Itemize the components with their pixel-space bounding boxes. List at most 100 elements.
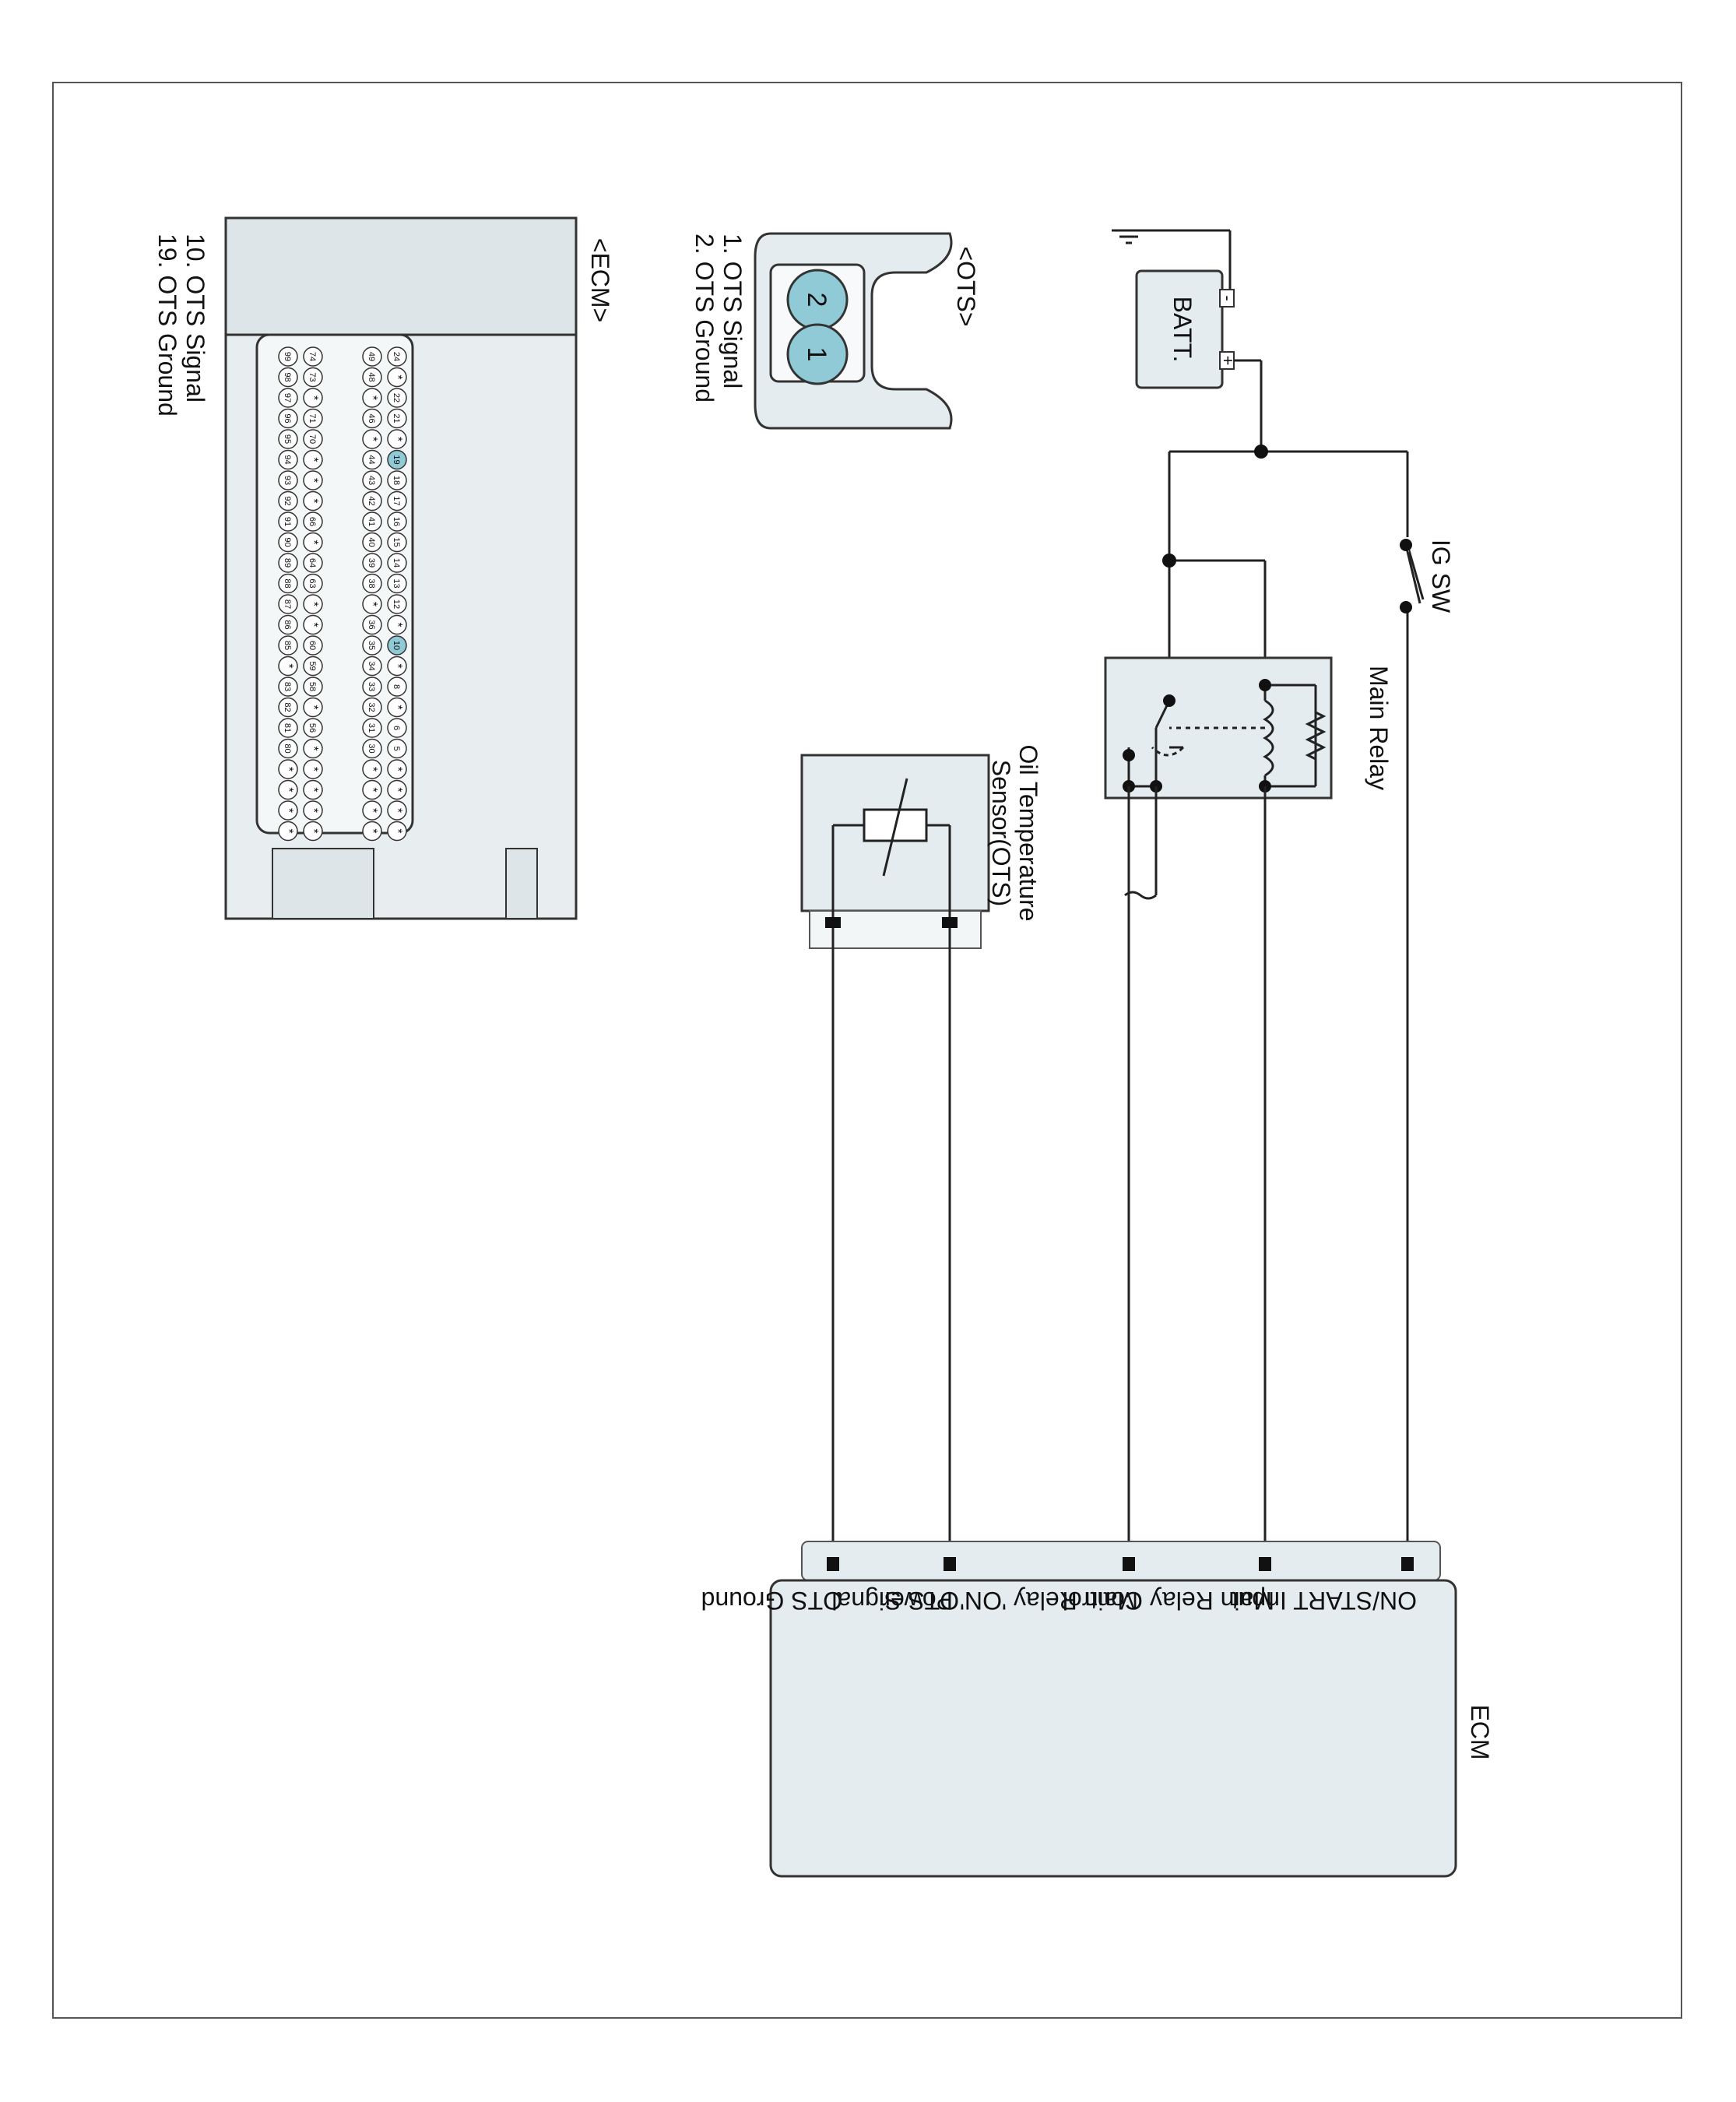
ecm-pin-cell bbox=[278, 388, 298, 408]
ecm-pin-cell bbox=[278, 367, 298, 388]
ecm-pin-cell bbox=[303, 573, 323, 594]
ecm-pin-number: * bbox=[307, 808, 320, 813]
ecm-pin-number: 71 bbox=[307, 413, 317, 423]
ecm-pin-number: 19 bbox=[392, 455, 401, 464]
ots-pin-1: 1. OTS Signal bbox=[719, 234, 747, 388]
ecm-pin-cell bbox=[387, 718, 407, 738]
ecm-pin-cell bbox=[303, 553, 323, 573]
ecm-pin-number: 91 bbox=[283, 517, 292, 526]
ecm-pin-cell bbox=[278, 738, 298, 759]
ecm-pin-number: * bbox=[307, 602, 320, 606]
ecm-pin-number: * bbox=[366, 437, 379, 441]
ecm-pin-number: * bbox=[366, 787, 379, 792]
ecm-pin-number: 40 bbox=[367, 537, 376, 547]
ots-connector-face bbox=[754, 232, 953, 430]
ecm-pin-number: * bbox=[307, 540, 320, 544]
ecm-pin-number: 42 bbox=[367, 496, 376, 505]
ecm-pin-cell bbox=[303, 449, 323, 470]
ecm-pin-cell bbox=[387, 511, 407, 532]
ecm-pin-number: 58 bbox=[307, 682, 317, 691]
ecm-pin-cell bbox=[278, 677, 298, 697]
ecm-pin-relay-on-power: Main Relay 'ON' Power bbox=[882, 1587, 1138, 1615]
ecm-pin-cell bbox=[362, 614, 382, 635]
ecm-pin-number: 13 bbox=[392, 578, 401, 588]
ecm-pin-number: 97 bbox=[283, 393, 292, 402]
ots-connector-title: <OTS> bbox=[952, 246, 980, 326]
ecm-pin-cell bbox=[278, 490, 298, 511]
ecm-pin-number: 73 bbox=[307, 372, 317, 381]
ecm-pin-number: * bbox=[307, 395, 320, 400]
ecm-pin-number: 96 bbox=[283, 413, 292, 423]
ecm-pin-cell bbox=[362, 388, 382, 408]
ecm-pin-cell bbox=[362, 635, 382, 656]
ecm-pin-number: 39 bbox=[367, 558, 376, 568]
ecm-pin-number: 82 bbox=[283, 702, 292, 712]
ecm-pin-cell bbox=[387, 449, 407, 470]
ecm-pin-cell bbox=[362, 470, 382, 490]
battery-plus: + bbox=[1218, 356, 1238, 366]
battery-group bbox=[1112, 229, 1263, 452]
ecm-pin-number: * bbox=[282, 787, 295, 792]
supply-bus bbox=[1168, 450, 1409, 1565]
ecm-pin-cell bbox=[362, 800, 382, 821]
ecm-pin-cell bbox=[303, 800, 323, 821]
ecm-pin-cell bbox=[362, 594, 382, 614]
ecm-pin-cell bbox=[387, 800, 407, 821]
ecm-pin-cell bbox=[362, 821, 382, 842]
ecm-pin-cell bbox=[303, 821, 323, 842]
ecm-pin-cell bbox=[362, 738, 382, 759]
ecm-pin-cell bbox=[303, 656, 323, 677]
ecm-pin-cell bbox=[362, 573, 382, 594]
ecm-pin-cell bbox=[278, 553, 298, 573]
ecm-pin-cell bbox=[303, 470, 323, 490]
ots-sensor-line2: Sensor(OTS) bbox=[987, 760, 1015, 906]
ecm-pin-number: * bbox=[391, 374, 404, 379]
ecm-pin-number: 22 bbox=[392, 393, 401, 402]
ots-pin-2: 2. OTS Ground bbox=[691, 234, 719, 402]
ecm-conn-pin-10: 10. OTS Signal bbox=[181, 234, 209, 402]
ecm-pin-number: * bbox=[391, 808, 404, 813]
ecm-pin-number: * bbox=[307, 767, 320, 772]
ecm-pin-number: 36 bbox=[367, 620, 376, 629]
ecm-pin-cell bbox=[387, 697, 407, 718]
ecm-box bbox=[769, 1579, 1457, 1878]
ecm-pin-cell bbox=[387, 532, 407, 553]
ecm-pin-cell bbox=[387, 388, 407, 408]
ecm-pin-number: 30 bbox=[367, 743, 376, 753]
ecm-pin-number: 56 bbox=[307, 723, 317, 733]
ecm-pin-cell bbox=[387, 677, 407, 697]
rotated-drawing: - + BATT. IG SW Main Relay bbox=[153, 216, 1494, 1878]
ecm-pin-number: 24 bbox=[392, 352, 401, 361]
ecm-pin-number: * bbox=[307, 478, 320, 483]
ecm-pin-number: * bbox=[391, 437, 404, 441]
ecm-pin-number: 87 bbox=[283, 599, 292, 609]
ecm-pin-number: 88 bbox=[283, 578, 292, 588]
ecm-pin-number: 92 bbox=[283, 496, 292, 505]
ecm-pin-number: * bbox=[307, 622, 320, 627]
ecm-pin-cell bbox=[303, 779, 323, 800]
ecm-pin-cell bbox=[303, 429, 323, 449]
ecm-pin-terminals bbox=[827, 1557, 1414, 1571]
ecm-pin-cell bbox=[362, 718, 382, 738]
ecm-pin-number: * bbox=[282, 828, 295, 833]
ecm-pin-cell bbox=[278, 511, 298, 532]
ecm-pin-cell bbox=[278, 759, 298, 779]
ecm-pin-cell bbox=[278, 429, 298, 449]
ecm-pin-number: 46 bbox=[367, 413, 376, 423]
ecm-pin-cell bbox=[303, 635, 323, 656]
ecm-pin-cell bbox=[387, 470, 407, 490]
ecm-pin-number: 14 bbox=[392, 558, 401, 568]
ecm-pin-number: 59 bbox=[307, 661, 317, 670]
ecm-pin-cell bbox=[387, 738, 407, 759]
ig-switch bbox=[1406, 452, 1425, 1565]
ecm-pin-number: 63 bbox=[307, 578, 317, 588]
battery-label: BATT. bbox=[1168, 297, 1197, 363]
ecm-pin-cell bbox=[362, 429, 382, 449]
ecm-pin-cell bbox=[387, 346, 407, 367]
ecm-pin-cell bbox=[362, 677, 382, 697]
ecm-pin-cell bbox=[278, 449, 298, 470]
ecm-pin-cell bbox=[387, 429, 407, 449]
ots-thermistor bbox=[831, 778, 951, 923]
ecm-pin-cell bbox=[362, 511, 382, 532]
